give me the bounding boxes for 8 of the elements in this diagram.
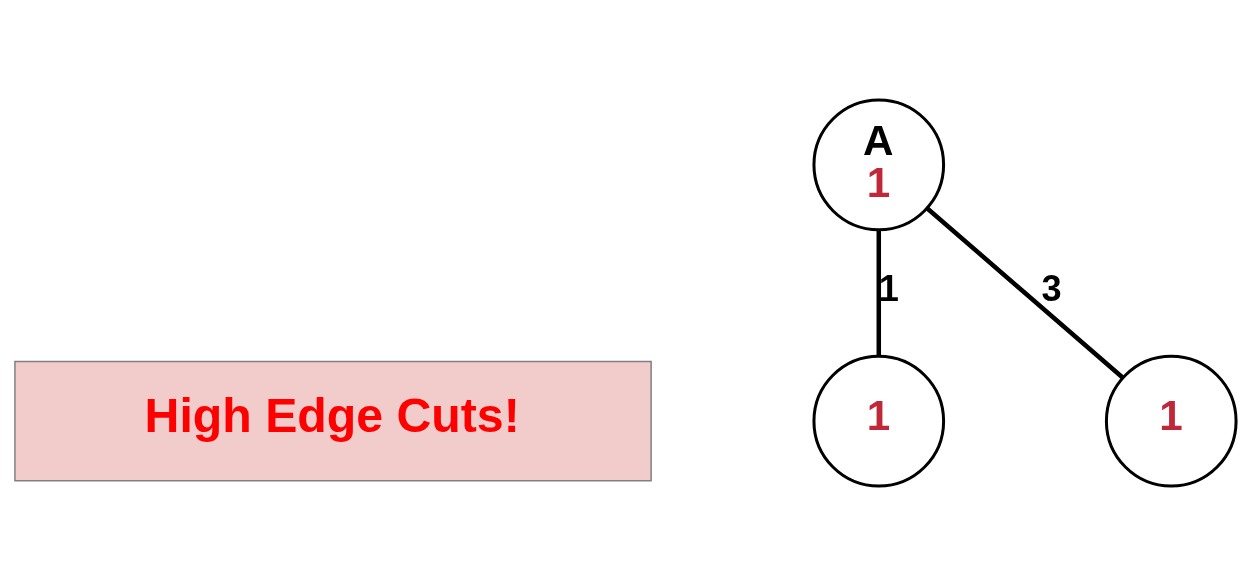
- node-box: High Edge Cuts!: [14, 360, 652, 482]
- node-circle: 1: [1104, 354, 1238, 488]
- node-circle: 1: [812, 354, 946, 488]
- connector: [876, 230, 882, 357]
- connector: [925, 206, 1125, 380]
- edge-label: 3: [1041, 267, 1062, 309]
- node-circle: A 1: [812, 98, 946, 232]
- edge-label: 1: [878, 267, 899, 309]
